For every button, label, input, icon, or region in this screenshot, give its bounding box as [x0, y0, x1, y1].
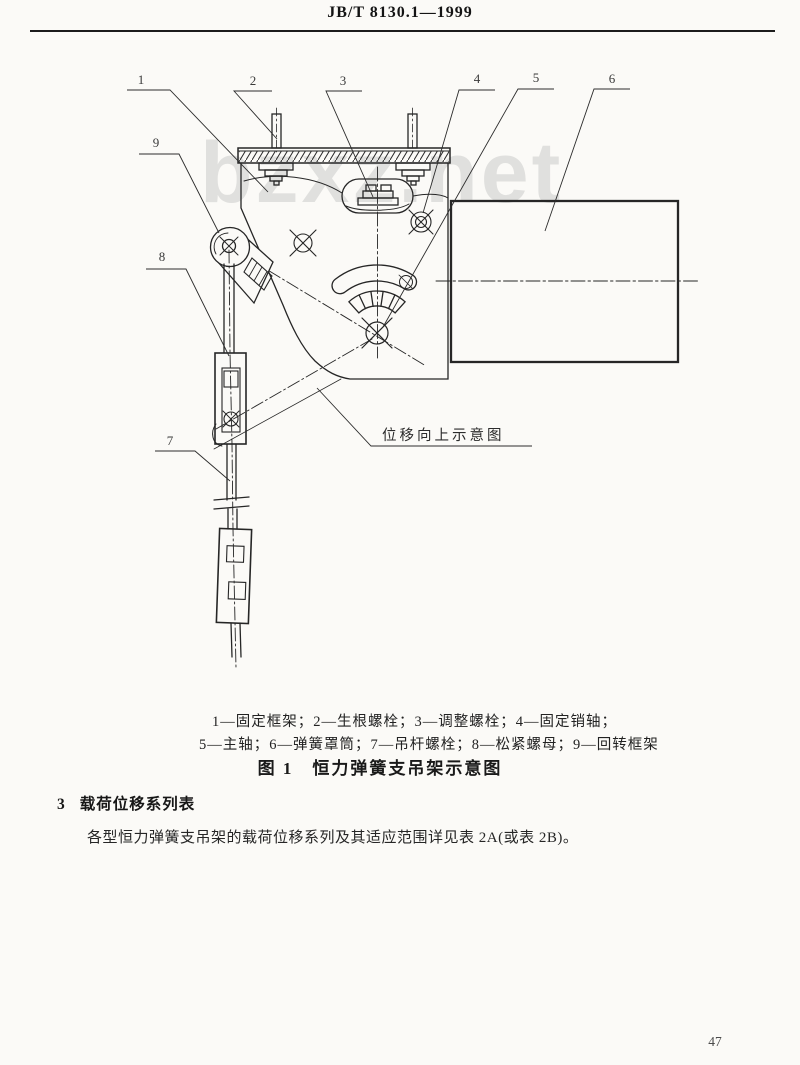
fixed-frame-outline	[240, 162, 449, 380]
cam-band	[331, 264, 418, 295]
page-number: 47	[708, 1034, 722, 1049]
callout-2: 2	[250, 73, 257, 88]
fixed-pin	[408, 209, 434, 235]
plug-hole	[289, 229, 317, 257]
standard-number: JB/T 8130.1—1999	[327, 4, 473, 21]
body-paragraph: 各型恒力弹簧支吊架的载荷位移系列及其适应范围详见表 2A(或表 2B)。	[87, 830, 579, 846]
legend-line-2: 5—主轴；6—弹簧罩筒；7—吊杆螺栓；8—松紧螺母；9—回转框架	[199, 737, 659, 753]
toothed-rack	[347, 290, 407, 314]
callout-3: 3	[340, 73, 347, 88]
displacement-label: 位移向上示意图	[382, 426, 505, 444]
rotating-frame-lever	[209, 226, 274, 305]
anchor-bolt-right	[395, 107, 431, 186]
header-rule	[30, 30, 775, 32]
callout-7: 7	[167, 433, 174, 448]
callout-6: 6	[609, 71, 616, 86]
main-shaft	[361, 317, 393, 349]
section-heading: 3 载荷位移系列表	[57, 792, 195, 814]
hanger-rod-upper	[223, 263, 235, 354]
anchor-bolt-left	[258, 107, 294, 186]
section-number: 3	[57, 796, 66, 813]
callout-5: 5	[533, 70, 540, 85]
callout-4: 4	[474, 71, 481, 86]
mounting-plate	[237, 147, 451, 164]
band-end-pin	[398, 274, 414, 290]
turnbuckle-nut	[212, 352, 247, 447]
callout-1: 1	[138, 72, 145, 87]
spring-housing	[449, 199, 680, 364]
hanger-rod-bolt	[213, 443, 250, 530]
lower-coupling	[215, 527, 253, 625]
leader-lines	[127, 88, 630, 482]
legend-line-1: 1—固定框架；2—生根螺栓；3—调整螺栓；4—固定销轴；	[212, 714, 617, 730]
figure-title: 图 1 恒力弹簧支吊架示意图	[257, 759, 503, 778]
hanger-rod-lower	[230, 622, 242, 658]
section-title: 载荷位移系列表	[79, 796, 196, 813]
callout-9: 9	[153, 135, 160, 150]
figure-diagram: 1 2 3 4 5 6 7 8 9 位移向上示意图	[127, 70, 700, 669]
hanger-drawing	[209, 107, 700, 669]
callout-8: 8	[159, 249, 166, 264]
